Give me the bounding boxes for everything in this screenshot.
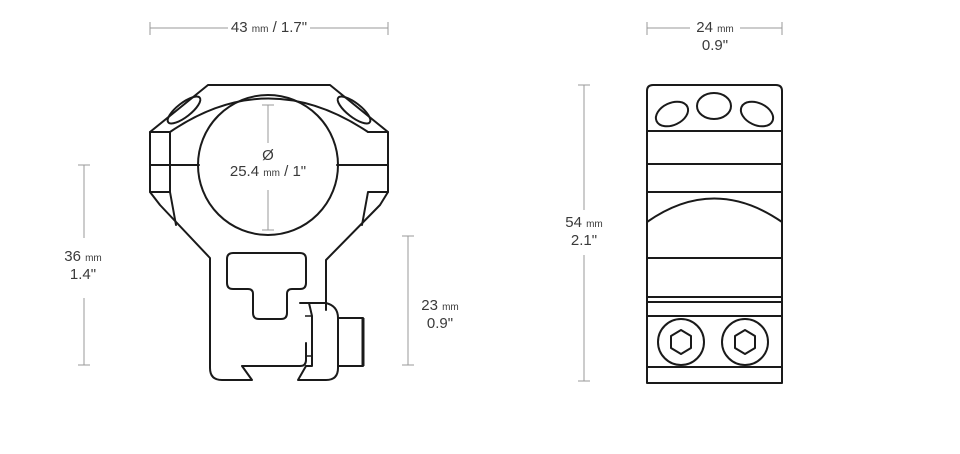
front-height-mm-value: 36 <box>64 248 81 265</box>
front-height-dimension-line <box>78 164 90 366</box>
front-clamp-jaw <box>297 302 339 381</box>
side-top-hole-right <box>739 100 775 128</box>
hex-socket-icon <box>734 329 756 355</box>
front-t-slot <box>226 252 307 320</box>
front-height-mm-unit: mm <box>85 253 102 264</box>
front-right-block <box>361 131 389 226</box>
front-ring-top-arc <box>169 97 369 133</box>
screw-head-circle <box>657 318 705 366</box>
front-bore-mm-unit: mm <box>263 168 280 179</box>
front-bore-dimension-line <box>262 104 274 231</box>
side-width-mm-unit: mm <box>717 24 734 35</box>
front-view <box>78 22 414 381</box>
side-screw-left <box>657 318 705 366</box>
diameter-symbol: Ø <box>262 147 274 164</box>
front-bore-label: Ø 25.4 mm / 1" <box>218 148 318 182</box>
side-height-mm-unit: mm <box>586 219 603 230</box>
front-hole-right <box>336 95 372 125</box>
side-height-mm-value: 54 <box>565 214 582 231</box>
side-top-hole-center <box>696 92 732 120</box>
front-bore-mm-value: 25.4 <box>229 163 260 180</box>
front-base-height-mm-unit: mm <box>442 302 459 313</box>
side-top-hole-left <box>654 100 690 128</box>
side-width-label: 24 mm 0.9" <box>690 20 740 54</box>
screw-head-circle <box>721 318 769 366</box>
side-bore-arc <box>646 197 783 223</box>
side-view <box>578 22 783 384</box>
front-bore-circle <box>197 94 339 236</box>
front-left-block <box>149 131 177 226</box>
front-width-inch-value: 1.7" <box>280 19 308 36</box>
front-width-separator: / <box>272 19 277 36</box>
side-body-outline <box>646 84 783 384</box>
front-width-mm-value: 43 <box>230 19 248 36</box>
side-height-inch-value: 2.1" <box>570 232 598 249</box>
side-screw-right <box>721 318 769 366</box>
front-base-height-mm-value: 23 <box>421 297 438 314</box>
front-base-height-label: 23 mm 0.9" <box>412 298 468 332</box>
front-width-dimension-line <box>149 22 389 35</box>
side-width-dimension-line <box>646 22 783 35</box>
front-bore-separator: / <box>284 163 289 180</box>
front-height-label: 36 mm 1.4" <box>55 249 111 283</box>
side-height-label: 54 mm 2.1" <box>556 215 612 249</box>
front-base-height-inch-value: 0.9" <box>426 315 454 332</box>
front-ring-body <box>149 84 389 381</box>
front-bore-value-line: 25.4 mm / 1" <box>218 164 318 182</box>
front-screw-stub <box>337 317 364 367</box>
front-clamp-detail <box>305 315 312 357</box>
front-bore-inch-value: 1" <box>292 163 307 180</box>
side-width-inch-value: 0.9" <box>701 37 729 54</box>
front-width-mm-unit: mm <box>251 24 269 35</box>
front-base-height-dimension-line <box>402 235 414 366</box>
hex-socket-icon <box>670 329 692 355</box>
side-width-mm-value: 24 <box>696 19 713 36</box>
front-height-inch-value: 1.4" <box>69 266 97 283</box>
side-height-dimension-line <box>578 84 590 382</box>
front-hole-left <box>166 95 202 125</box>
front-width-label: 43 mm / 1.7" <box>229 20 309 38</box>
